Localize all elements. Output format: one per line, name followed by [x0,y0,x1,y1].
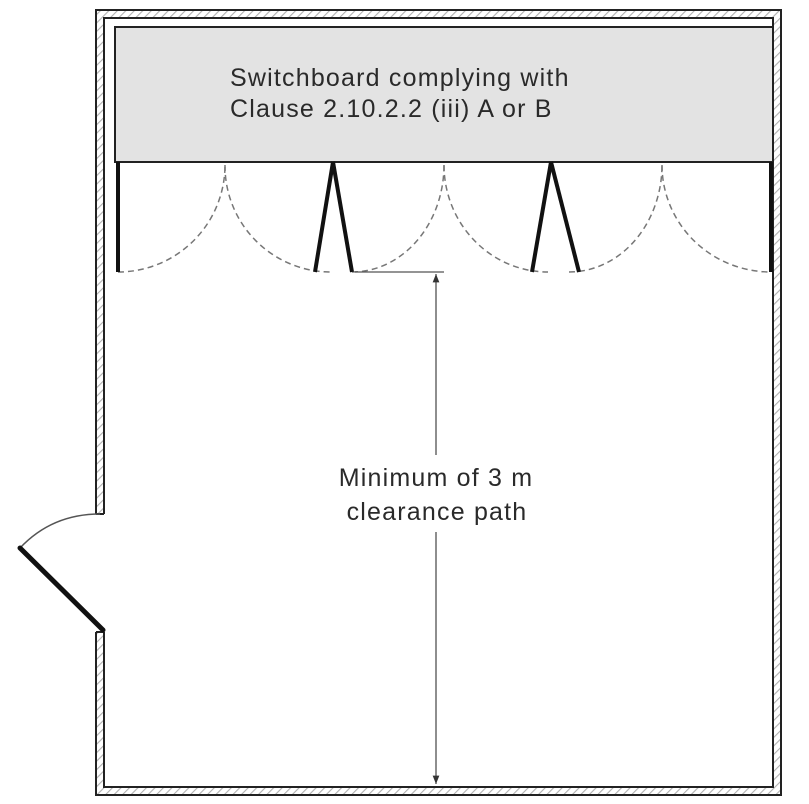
wall-inner-outline [103,17,774,788]
switchboard-body [114,26,774,163]
door-leaf [331,161,354,273]
entry-door-swing-arc [19,513,101,549]
wall-outer-outline [95,9,782,796]
door-swing-arc [661,164,772,273]
switchboard-doors [116,161,773,273]
door-leaf [530,161,553,273]
entry-door-leaf [17,545,106,633]
clearance-dimension: Minimum of 3 m clearance path [339,271,534,784]
door-leaf [313,161,335,273]
entry-door [17,513,106,633]
door-swing-arc [224,164,332,273]
switchboard-label-line2: Clause 2.10.2.2 (iii) A or B [230,95,553,123]
switchboard: Switchboard complying with Clause 2.10.2… [114,26,774,163]
door-swing-arc [351,164,445,273]
clearance-label-line2: clearance path [347,498,528,526]
door-swing-arc [117,164,226,273]
door-swing-arc [443,164,549,273]
door-leaf [549,161,581,273]
switchboard-label-line1: Switchboard complying with [230,64,570,92]
door-swing-arc [568,164,663,273]
clearance-label-line1: Minimum of 3 m [339,464,534,492]
